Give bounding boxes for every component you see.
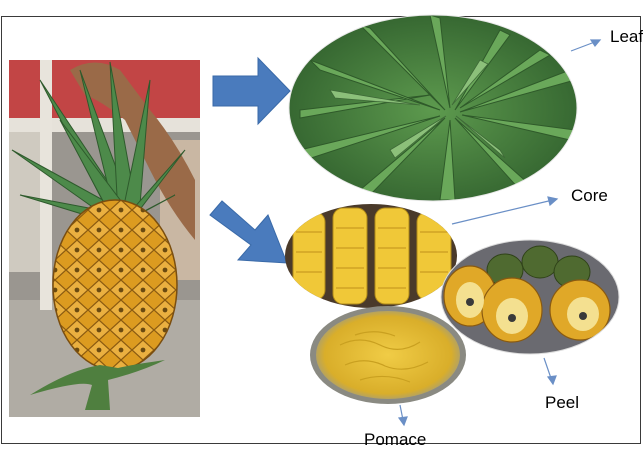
core-label-arrow	[452, 197, 557, 224]
leaf-photo	[289, 15, 579, 205]
block-arrow-to-core	[210, 201, 287, 263]
block-arrow-to-leaf	[213, 58, 290, 124]
core-label: Core	[571, 186, 608, 206]
leaf-label: Leaf	[610, 27, 643, 47]
peel-photo	[440, 238, 620, 356]
pomace-label: Pomace	[364, 430, 426, 450]
peel-label-arrow	[544, 358, 556, 384]
pineapple-photo	[9, 60, 200, 417]
peel-label: Peel	[545, 393, 579, 413]
pomace-photo	[308, 304, 468, 406]
core-photo	[284, 203, 459, 311]
leaf-label-arrow	[571, 40, 600, 51]
pomace-label-arrow	[399, 405, 407, 425]
